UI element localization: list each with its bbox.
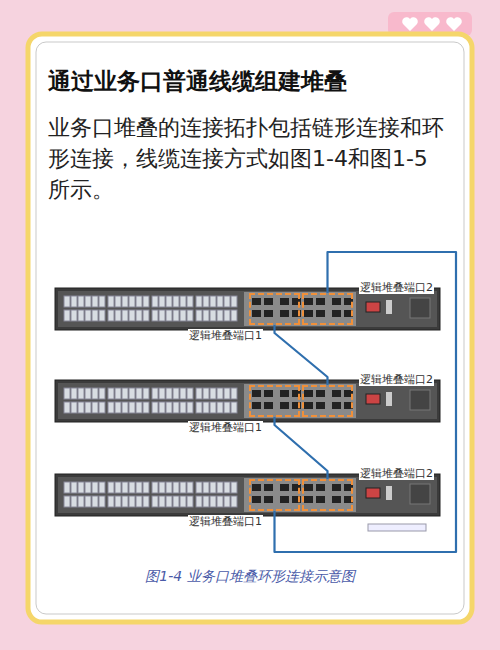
port-label: 逻辑堆叠端口1 xyxy=(188,515,263,528)
switch-chassis xyxy=(55,474,440,516)
stack-port-group: 逻辑堆叠端口1 xyxy=(249,293,300,325)
switch-chassis xyxy=(55,288,440,330)
switches xyxy=(55,288,440,531)
stack-port-group: 逻辑堆叠端口1 xyxy=(249,479,300,511)
stack-port-group: 逻辑堆叠端口2 xyxy=(302,479,353,511)
stack-port-group: 逻辑堆叠端口2 xyxy=(302,293,353,325)
caption: 图1-4 业务口堆叠环形连接示意图 xyxy=(40,568,460,586)
stack-port-group: 逻辑堆叠端口1 xyxy=(249,385,300,417)
card-inner-border xyxy=(36,42,464,614)
description: 业务口堆叠的连接拓扑包括链形连接和环形连接，线缆连接方式如图1-4和图1-5所示… xyxy=(48,112,446,205)
port-label: 逻辑堆叠端口2 xyxy=(359,281,434,294)
port-label: 逻辑堆叠端口2 xyxy=(359,373,434,386)
stack-cable xyxy=(275,325,328,385)
hearts xyxy=(402,17,462,31)
switch-chassis xyxy=(55,380,440,422)
title: 通过业务口普通线缆组建堆叠 xyxy=(48,66,458,96)
port-label: 逻辑堆叠端口2 xyxy=(359,467,434,480)
card xyxy=(28,34,472,622)
stack-port-group: 逻辑堆叠端口2 xyxy=(302,385,353,417)
port-label: 逻辑堆叠端口1 xyxy=(188,329,263,342)
cable-plug xyxy=(368,524,426,531)
stack-cable xyxy=(275,417,328,479)
stack-cable xyxy=(275,252,457,552)
port-label: 逻辑堆叠端口1 xyxy=(188,421,263,434)
